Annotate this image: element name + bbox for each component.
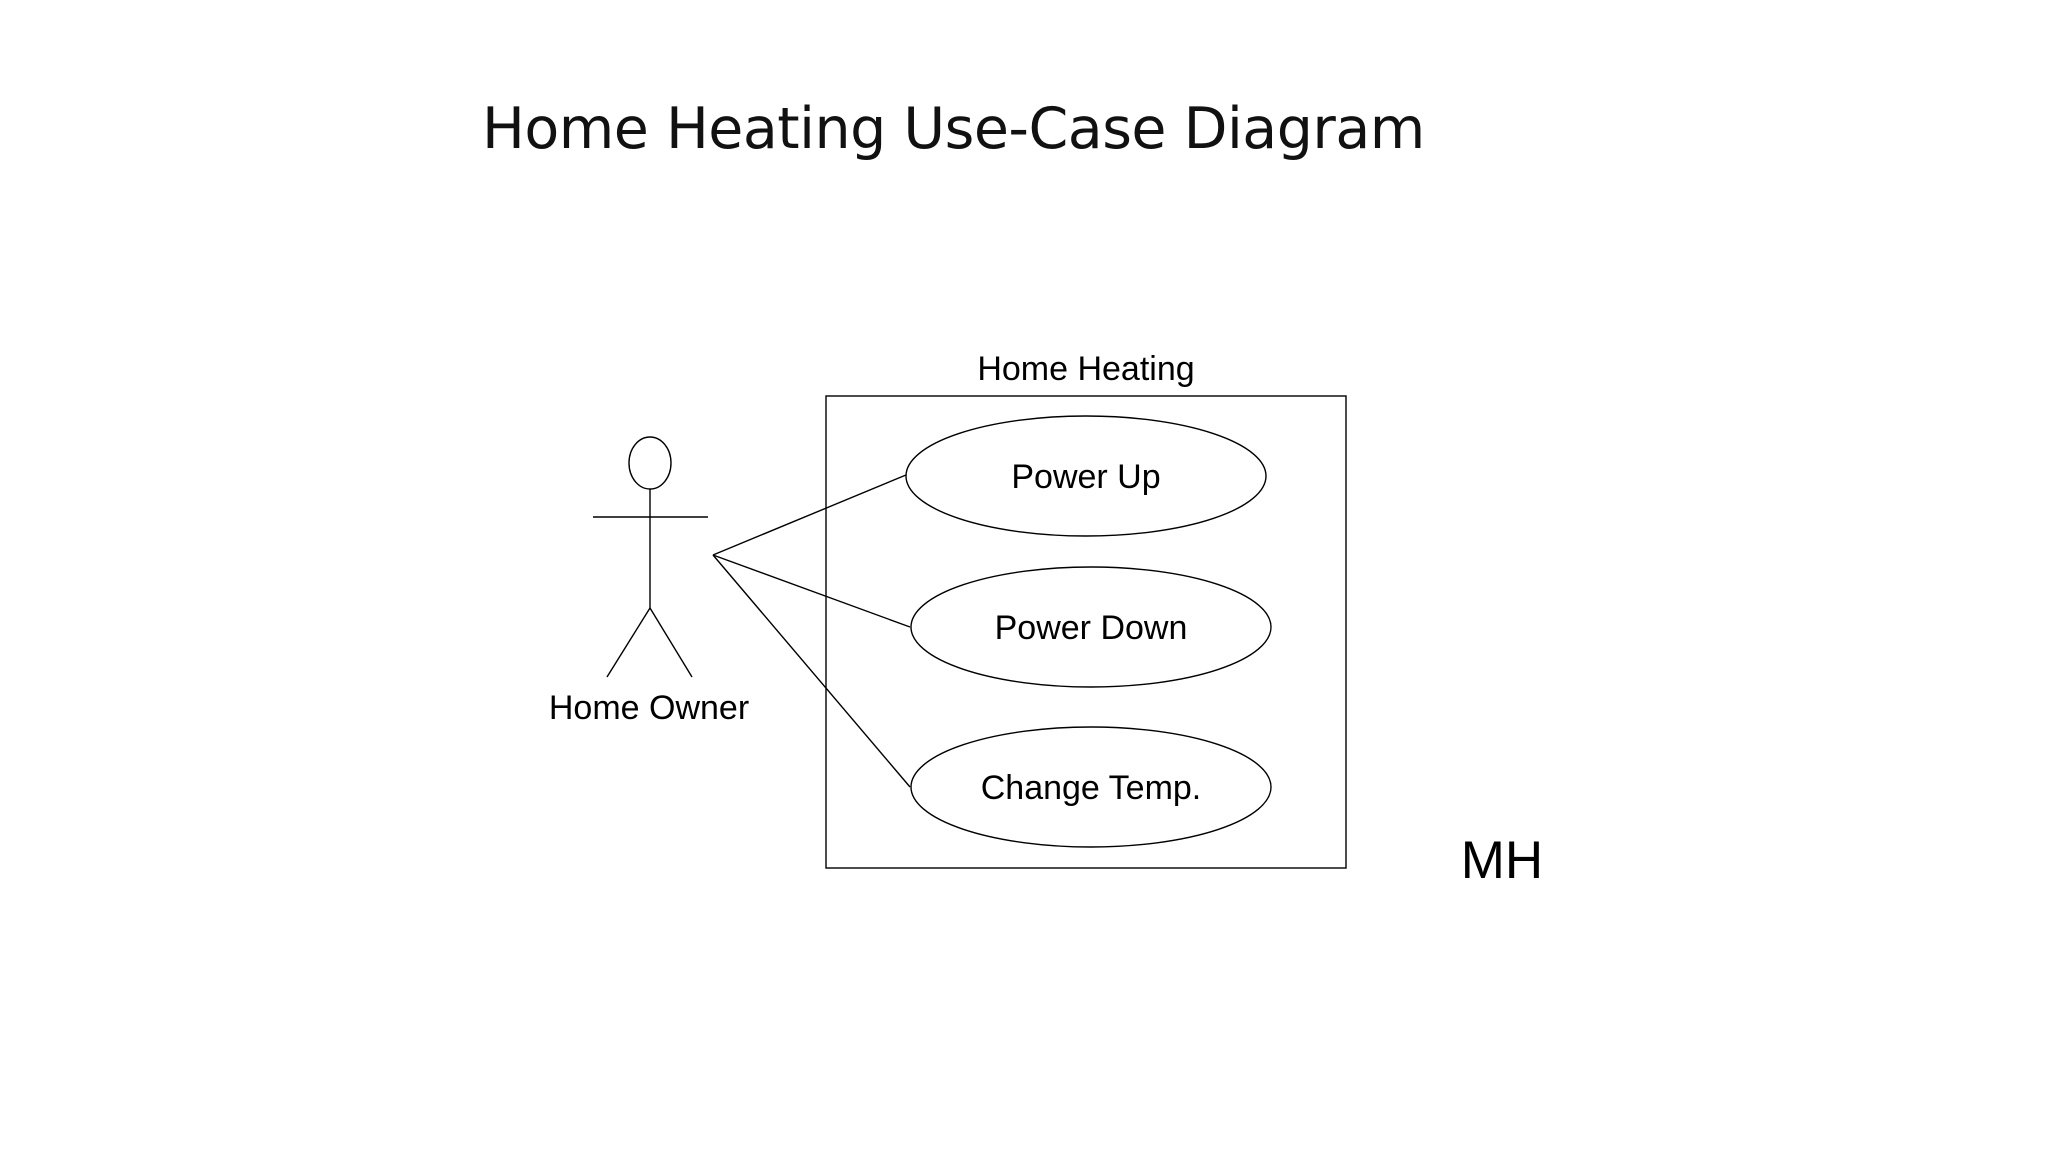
association-line-power-down	[712, 554, 911, 628]
actor-head	[628, 436, 672, 490]
associations	[712, 474, 911, 788]
system-name: Home Heating	[977, 350, 1194, 388]
use-case-power-up[interactable]: Power Up	[905, 415, 1267, 537]
system-boundary-box	[825, 395, 1347, 869]
use-case-power-down[interactable]: Power Down	[910, 566, 1272, 688]
slide-title: Home Heating Use-Case Diagram	[482, 96, 1425, 162]
author-initials: MH	[1461, 831, 1543, 890]
actor-left-leg	[606, 607, 651, 678]
use-case-label: Change Temp.	[981, 769, 1202, 807]
use-case-label: Power Down	[995, 609, 1188, 647]
actor-right-leg	[649, 607, 693, 678]
association-line-change-temp	[712, 554, 911, 788]
use-case-label: Power Up	[1011, 458, 1160, 496]
system-boundary: Home Heating	[825, 350, 1347, 869]
stick-figure-icon	[593, 436, 708, 678]
actor-home-owner[interactable]: Home Owner	[549, 436, 749, 727]
use-case-change-temp[interactable]: Change Temp.	[910, 726, 1272, 848]
use-case-ellipse	[910, 726, 1272, 848]
use-case-ellipse	[905, 415, 1267, 537]
use-case-ellipse	[910, 566, 1272, 688]
actor-name: Home Owner	[549, 689, 749, 727]
association-line-power-up	[712, 474, 907, 556]
